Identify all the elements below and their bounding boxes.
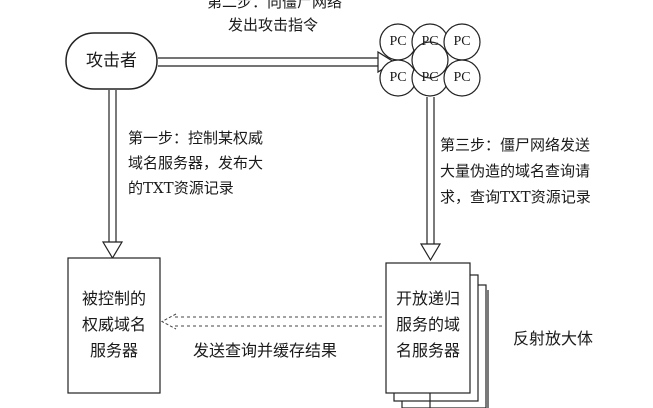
pc-node-circle (443, 59, 481, 97)
authoritative-server-line-3: 服务器 (89, 341, 138, 360)
step3-line-3: 求，查询TXT资源记录 (440, 188, 591, 206)
query-cache-label: 发送查询并缓存结果 (193, 341, 338, 360)
pc-node-circle (411, 41, 449, 79)
pc-label: PC (389, 70, 407, 85)
pc-label: PC (389, 34, 407, 49)
step3-line-2: 大量伪造的域名查询请 (440, 162, 591, 180)
step2-line-2: 发出攻击指令 (228, 16, 319, 34)
resolver-server-line-2: 服务的域 (395, 315, 460, 334)
botnet-cluster (379, 23, 481, 97)
step3-line-1: 第三步：僵尸网络发送 (440, 136, 591, 154)
step2-line-1: 第二步：向僵尸网络 (207, 0, 343, 11)
authoritative-server-line-1: 被控制的 (81, 289, 146, 308)
pc-label: PC (453, 70, 471, 85)
dashed-arrow-query-and-cache (160, 313, 384, 330)
resolver-server-line-1: 开放递归 (395, 289, 460, 308)
resolver-server-line-3: 名服务器 (395, 341, 460, 360)
arrow-botnet-to-resolver (419, 97, 442, 262)
arrow-attacker-to-botnet (158, 50, 396, 74)
step1-line-2: 域名服务器，发布大 (128, 154, 264, 172)
pc-label: PC (453, 34, 471, 49)
step1-line-1: 第一步：控制某权威 (128, 129, 264, 147)
authoritative-server-line-2: 权威域名 (81, 315, 146, 334)
arrow-attacker-to-authoritative (101, 90, 124, 260)
pc-label: PC (421, 70, 439, 85)
attacker-label: 攻击者 (86, 51, 137, 71)
authoritative-server-box (67, 257, 161, 394)
resolver-server-box (385, 262, 471, 394)
reflector-label: 反射放大体 (513, 329, 594, 348)
pc-label: PC (421, 34, 439, 49)
step1-line-3: 的TXT资源记录 (128, 179, 234, 197)
attacker-node (65, 32, 158, 90)
